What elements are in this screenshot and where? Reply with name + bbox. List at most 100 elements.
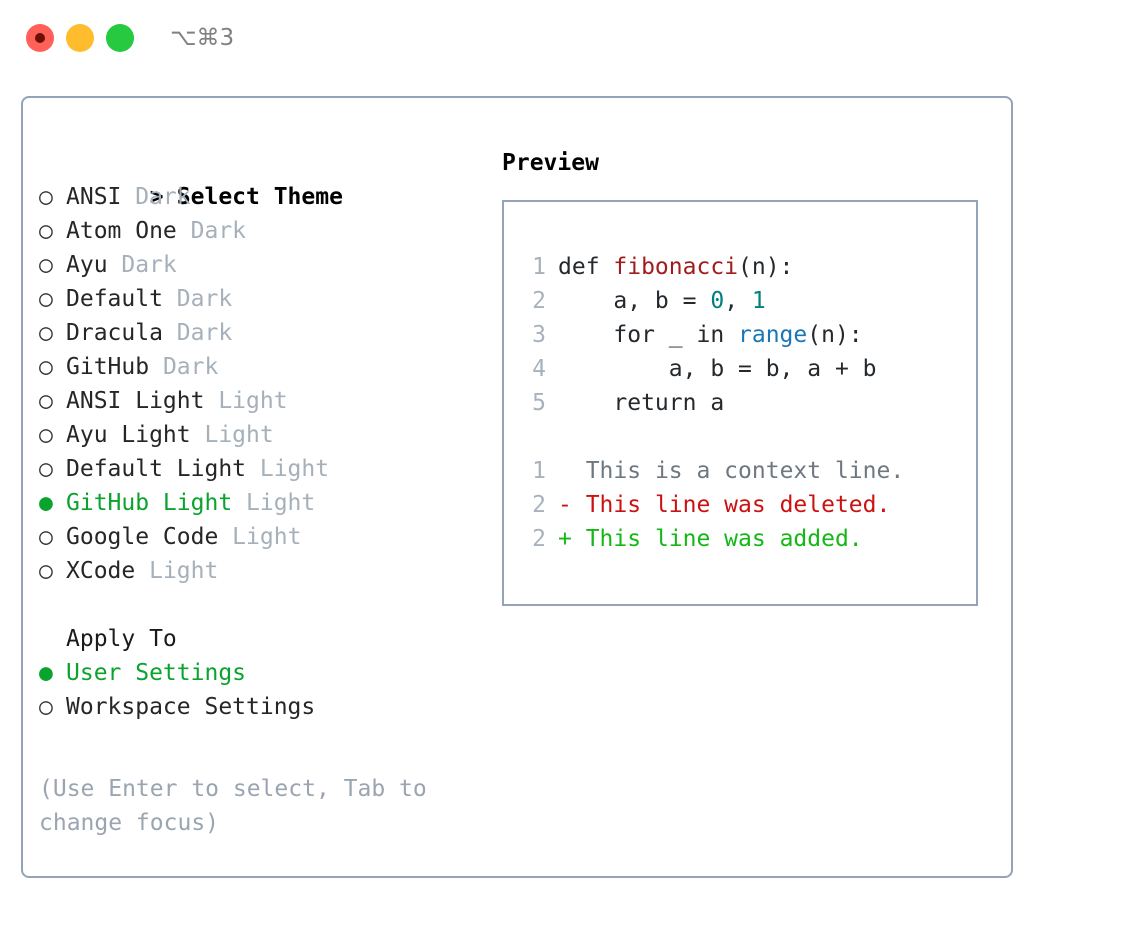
line-number: 1	[532, 458, 546, 484]
line-number: 1	[532, 254, 546, 280]
spacer	[518, 420, 968, 454]
apply-to-option-workspace-settings[interactable]: ○Workspace Settings	[39, 690, 489, 724]
line-number: 2	[532, 526, 546, 552]
code-line: 3 for _ in range(n):	[518, 318, 968, 352]
diff-line-ctx: 1 This is a context line.	[518, 454, 968, 488]
diff-marker: +	[558, 526, 572, 552]
title-bar: ⌥⌘3	[0, 0, 1140, 76]
radio-unselected-icon: ○	[39, 218, 53, 244]
diff-line-del: 2- This line was deleted.	[518, 488, 968, 522]
theme-option-variant: Light	[135, 558, 219, 584]
line-number: 5	[532, 390, 546, 416]
theme-option-variant: Dark	[162, 320, 233, 346]
preview-title: Preview	[502, 150, 599, 176]
code-text: return a	[546, 390, 724, 416]
close-button[interactable]	[26, 24, 54, 52]
theme-option-label: Google Code	[66, 524, 219, 550]
theme-option-variant: Dark	[149, 354, 219, 380]
theme-picker-header: > Select Theme	[39, 146, 489, 210]
spacer	[39, 724, 489, 772]
radio-selected-icon: ●	[39, 660, 53, 686]
code-text: def fibonacci(n):	[546, 254, 793, 280]
code-token-plain: return a	[558, 390, 725, 416]
code-line: 4 a, b = b, a + b	[518, 352, 968, 386]
theme-option-label: ANSI Light	[66, 388, 205, 414]
theme-option-xcode[interactable]: ○XCode Light	[39, 554, 489, 588]
apply-to-list: ● User Settings ○Workspace Settings	[39, 656, 489, 724]
theme-option-label: Default Light	[66, 456, 247, 482]
theme-option-ansi-light[interactable]: ○ANSI Light Light	[39, 384, 489, 418]
code-token-plain: a, b =	[558, 288, 711, 314]
theme-option-label: GitHub	[66, 354, 150, 380]
theme-option-atom-one[interactable]: ○Atom One Dark	[39, 214, 489, 248]
theme-option-github[interactable]: ○ GitHub Dark	[39, 350, 489, 384]
keyboard-hint: (Use Enter to select, Tab to change focu…	[39, 776, 441, 836]
caret-icon: >	[149, 184, 164, 210]
code-token-fn: fibonacci	[613, 254, 739, 280]
apply-to-title: Apply To	[66, 626, 177, 652]
diff-lines: 1 This is a context line.2- This line wa…	[518, 454, 968, 556]
theme-picker-column: >Select Theme ○ANSI Dark○Atom One Dark○A…	[39, 146, 489, 840]
theme-option-google-code[interactable]: ○ Google Code Light	[39, 520, 489, 554]
maximize-button[interactable]	[106, 24, 134, 52]
theme-option-ayu-light[interactable]: ○ Ayu Light Light	[39, 418, 489, 452]
code-text: for _ in range(n):	[546, 322, 863, 348]
radio-unselected-icon: ○	[39, 286, 53, 312]
radio-unselected-icon: ○	[39, 524, 53, 550]
radio-unselected-icon: ○	[39, 456, 53, 482]
theme-option-variant: Light	[190, 422, 274, 448]
theme-option-variant: Light	[218, 524, 302, 550]
theme-option-ansi[interactable]: ○ANSI Dark	[39, 180, 489, 214]
code-token-plain: for _ in	[558, 322, 739, 348]
code-token-num: 0	[710, 288, 725, 314]
code-token-num: 1	[751, 288, 766, 314]
spacer	[39, 588, 489, 622]
diff-line-add: 2+ This line was added.	[518, 522, 968, 556]
diff-text: - This line was deleted.	[546, 492, 890, 518]
theme-option-default[interactable]: ○Default Dark	[39, 282, 489, 316]
apply-to-option-user-settings[interactable]: ● User Settings	[39, 656, 489, 690]
radio-unselected-icon: ○	[39, 422, 53, 448]
radio-unselected-icon: ○	[39, 694, 53, 720]
code-token-plain: ,	[724, 288, 752, 314]
radio-selected-icon: ●	[39, 490, 53, 516]
page-title: Select Theme	[176, 184, 343, 210]
theme-option-ayu[interactable]: ○Ayu Dark	[39, 248, 489, 282]
theme-list: ○ANSI Dark○Atom One Dark○Ayu Dark○Defaul…	[39, 180, 489, 588]
diff-text: + This line was added.	[546, 526, 863, 552]
keyboard-shortcut-label: ⌥⌘3	[170, 25, 235, 51]
theme-option-github-light[interactable]: ●GitHub Light Light	[39, 486, 489, 520]
theme-option-variant: Dark	[107, 252, 177, 278]
radio-unselected-icon: ○	[39, 354, 53, 380]
theme-option-variant: Light	[246, 456, 330, 482]
theme-option-default-light[interactable]: ○ Default Light Light	[39, 452, 489, 486]
theme-option-label: Ayu	[66, 252, 108, 278]
theme-option-dracula[interactable]: ○ Dracula Dark	[39, 316, 489, 350]
code-text: a, b = b, a + b	[546, 356, 877, 382]
line-number: 3	[532, 322, 546, 348]
minimize-button[interactable]	[66, 24, 94, 52]
radio-unselected-icon: ○	[39, 388, 53, 414]
code-token-plain: a, b = b, a + b	[558, 356, 877, 382]
theme-option-label: Ayu Light	[66, 422, 191, 448]
main-panel: >Select Theme ○ANSI Dark○Atom One Dark○A…	[21, 96, 1013, 878]
theme-option-variant: Dark	[162, 286, 233, 312]
theme-option-variant: Dark	[121, 184, 191, 210]
code-token-call: range	[738, 322, 808, 348]
diff-text: This is a context line.	[546, 458, 905, 484]
theme-option-label: ANSI	[66, 184, 122, 210]
theme-option-label: Dracula	[66, 320, 163, 346]
apply-to-option-label: User Settings	[66, 660, 247, 686]
close-icon	[35, 33, 45, 43]
code-text: a, b = 0, 1	[546, 288, 766, 314]
radio-unselected-icon: ○	[39, 320, 53, 346]
code-token-plain: (n):	[807, 322, 863, 348]
diff-content: This line was deleted.	[571, 492, 891, 518]
radio-unselected-icon: ○	[39, 558, 53, 584]
